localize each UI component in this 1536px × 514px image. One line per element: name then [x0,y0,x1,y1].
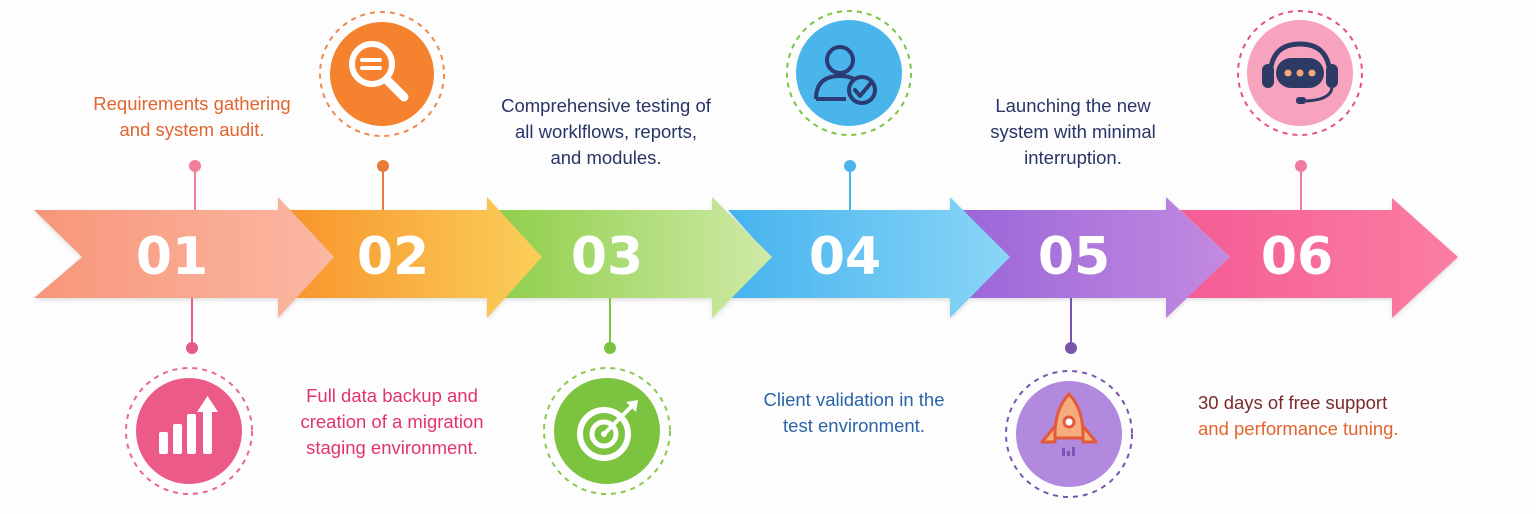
badge-04 [786,10,912,136]
badge-06 [1237,10,1363,136]
arrow-02 [280,197,542,318]
step-number-02: 02 [357,227,429,287]
search-magnifier-icon [349,41,409,102]
step-text-01: Requirements gathering and system audit. [93,93,291,140]
connector-dot-06 [1295,160,1307,172]
connector-dot-04 [844,160,856,172]
arrow-06 [1180,198,1458,318]
rocket-icon [1040,391,1098,456]
target-arrow-icon [577,400,638,461]
growth-bars-icon [159,396,218,454]
step-text-02: Full data backup and creation of a migra… [300,385,484,458]
connector-dot-02 [377,160,389,172]
step-number-03: 03 [571,227,643,287]
step-text-05: Launching the new system with minimal in… [990,95,1156,168]
headset-support-icon [1262,41,1338,104]
user-check-icon [814,45,877,105]
badge-03 [543,367,671,495]
connector-dot-03 [604,342,616,354]
step-numbers: 01 02 03 04 05 06 [136,227,1333,287]
step-number-06: 06 [1261,227,1333,287]
badge-02 [319,11,445,137]
arrow-band [34,197,1458,318]
connector-dot-01-bottom [186,342,198,354]
arrow-04 [728,197,1010,318]
connector-dot-01-top [189,160,201,172]
arrow-03 [496,197,772,318]
badge-05 [1005,370,1133,498]
step-text-06: 30 days of free support and performance … [1198,392,1399,439]
step-text-03: Comprehensive testing of all worklflows,… [501,95,711,168]
arrow-05 [960,197,1230,318]
step-text-04: Client validation in the test environmen… [763,389,945,436]
badge-01 [125,367,253,495]
step-number-04: 04 [809,227,881,287]
step-number-01: 01 [136,227,208,287]
step-number-05: 05 [1038,227,1110,287]
arrow-01 [34,197,334,318]
connector-dot-05 [1065,342,1077,354]
connectors [186,160,1307,354]
